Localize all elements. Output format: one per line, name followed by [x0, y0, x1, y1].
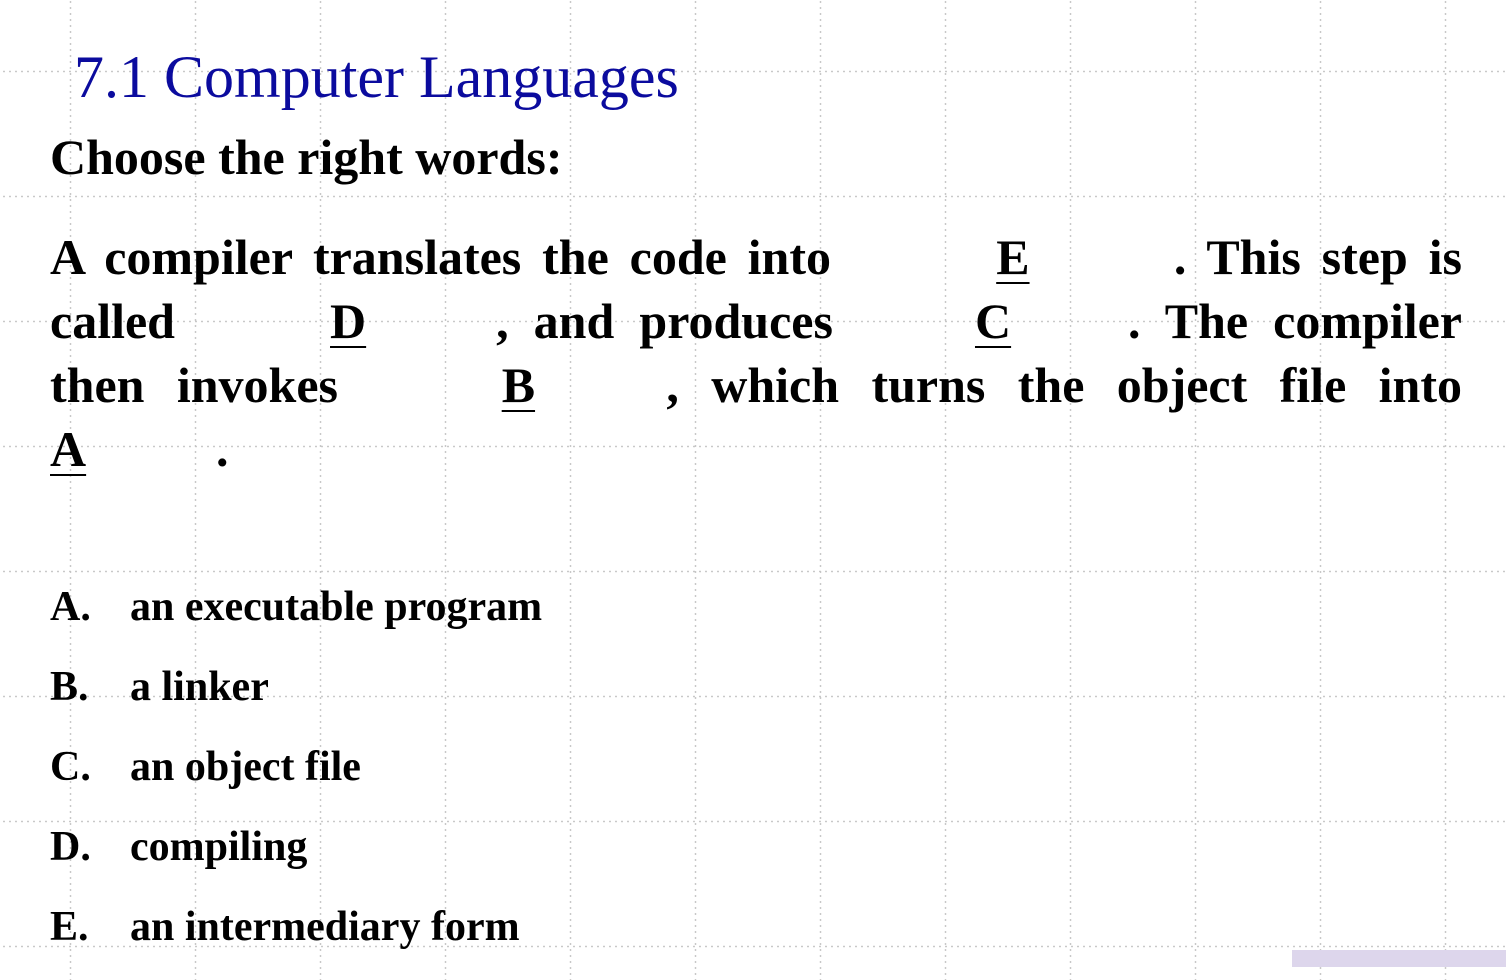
option-text: compiling — [130, 824, 308, 870]
sentence-text: A compiler translates the code into — [50, 229, 852, 285]
option-d: D. compiling — [50, 820, 542, 900]
option-letter: B. — [50, 664, 89, 710]
answer-blank-4: B — [501, 357, 536, 413]
answer-blank-1: E — [996, 229, 1030, 285]
sentence-text: , and produces — [496, 293, 859, 349]
option-text: an intermediary form — [130, 904, 520, 950]
answer-options-list: A. an executable program B. a linker C. an … — [50, 580, 542, 980]
sentence-text: . — [216, 421, 229, 477]
sentence-text: . This step is called — [50, 229, 1462, 349]
sentence-text: . The compiler then invokes — [50, 293, 1463, 413]
option-text: an executable program — [130, 584, 543, 630]
answer-blank-2: D — [330, 293, 367, 349]
option-c: C. an object file — [50, 740, 542, 820]
option-letter: A. — [50, 584, 91, 630]
option-b: B. a linker — [50, 660, 542, 740]
corner-decoration — [1292, 950, 1506, 967]
option-text: a linker — [130, 664, 269, 710]
option-letter: C. — [50, 744, 91, 790]
answer-blank-3: C — [974, 293, 1012, 349]
option-a: A. an executable program — [50, 580, 542, 660]
sentence-text: , which turns the object file into — [666, 357, 1462, 413]
fill-in-paragraph: A compiler translates the code into E. T… — [50, 225, 1462, 481]
answer-blank-5: A — [50, 421, 87, 477]
option-letter: E. — [50, 904, 89, 950]
instruction-heading: Choose the right words: — [50, 129, 563, 185]
option-e: E. an intermediary form — [50, 900, 542, 980]
option-text: an object file — [130, 744, 361, 790]
slide-title: 7.1 Computer Languages — [74, 44, 679, 110]
option-letter: D. — [50, 824, 91, 870]
